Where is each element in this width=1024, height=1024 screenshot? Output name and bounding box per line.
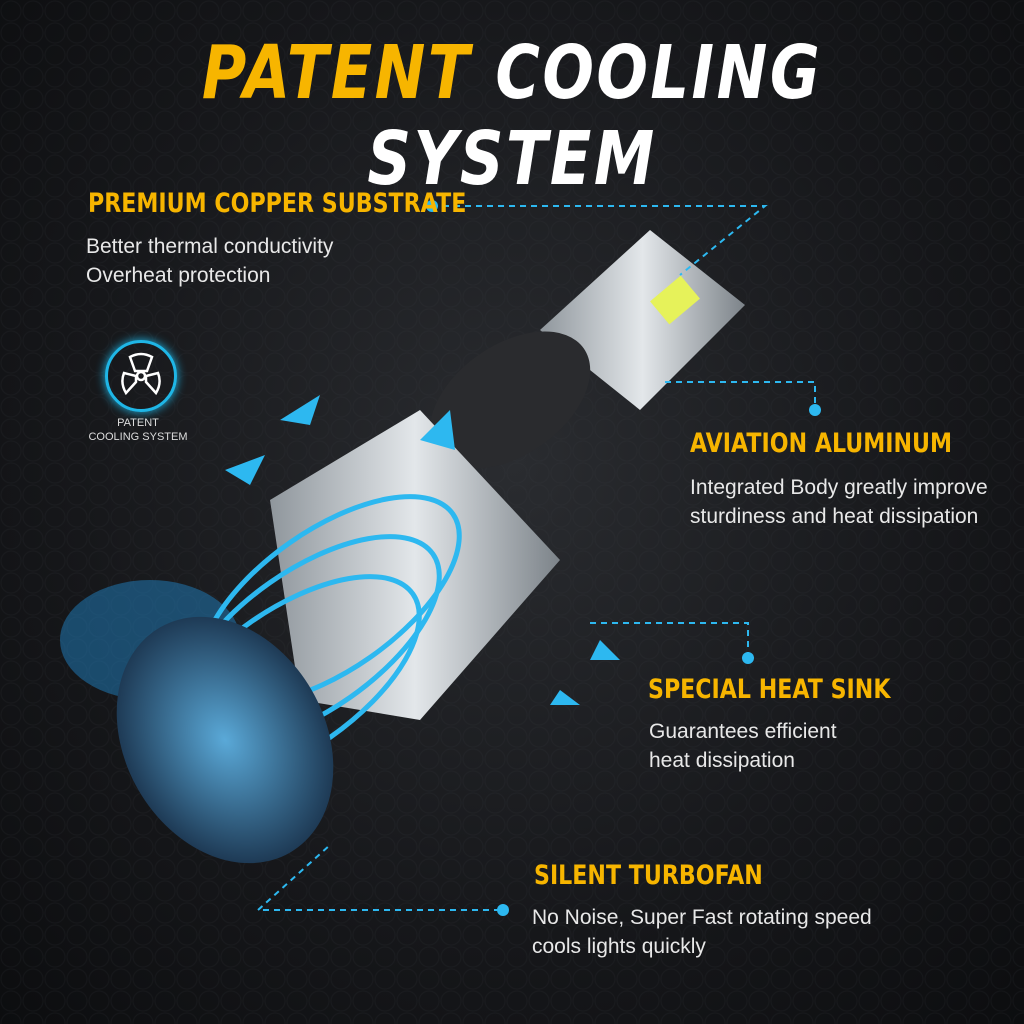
feature-heading-copper: PREMIUM COPPER SUBSTRATE bbox=[88, 188, 467, 219]
feature-heading-heatsink: SPECIAL HEAT SINK bbox=[648, 674, 891, 705]
fan-icon bbox=[121, 352, 161, 396]
feature-heading-turbofan: SILENT TURBOFAN bbox=[534, 860, 763, 891]
collar bbox=[429, 331, 591, 469]
feature-heading-aluminum: AVIATION ALUMINUM bbox=[690, 428, 953, 459]
airflow-arrows bbox=[225, 395, 620, 705]
heat-sink bbox=[270, 410, 560, 720]
led-stem bbox=[540, 230, 745, 410]
badge-text: PATENT COOLING SYSTEM bbox=[88, 417, 188, 443]
turbofan bbox=[116, 616, 334, 864]
callout-lines bbox=[255, 205, 816, 911]
page-title: PATENT COOLING SYSTEM bbox=[201, 30, 823, 202]
patent-cooling-badge bbox=[105, 340, 177, 412]
